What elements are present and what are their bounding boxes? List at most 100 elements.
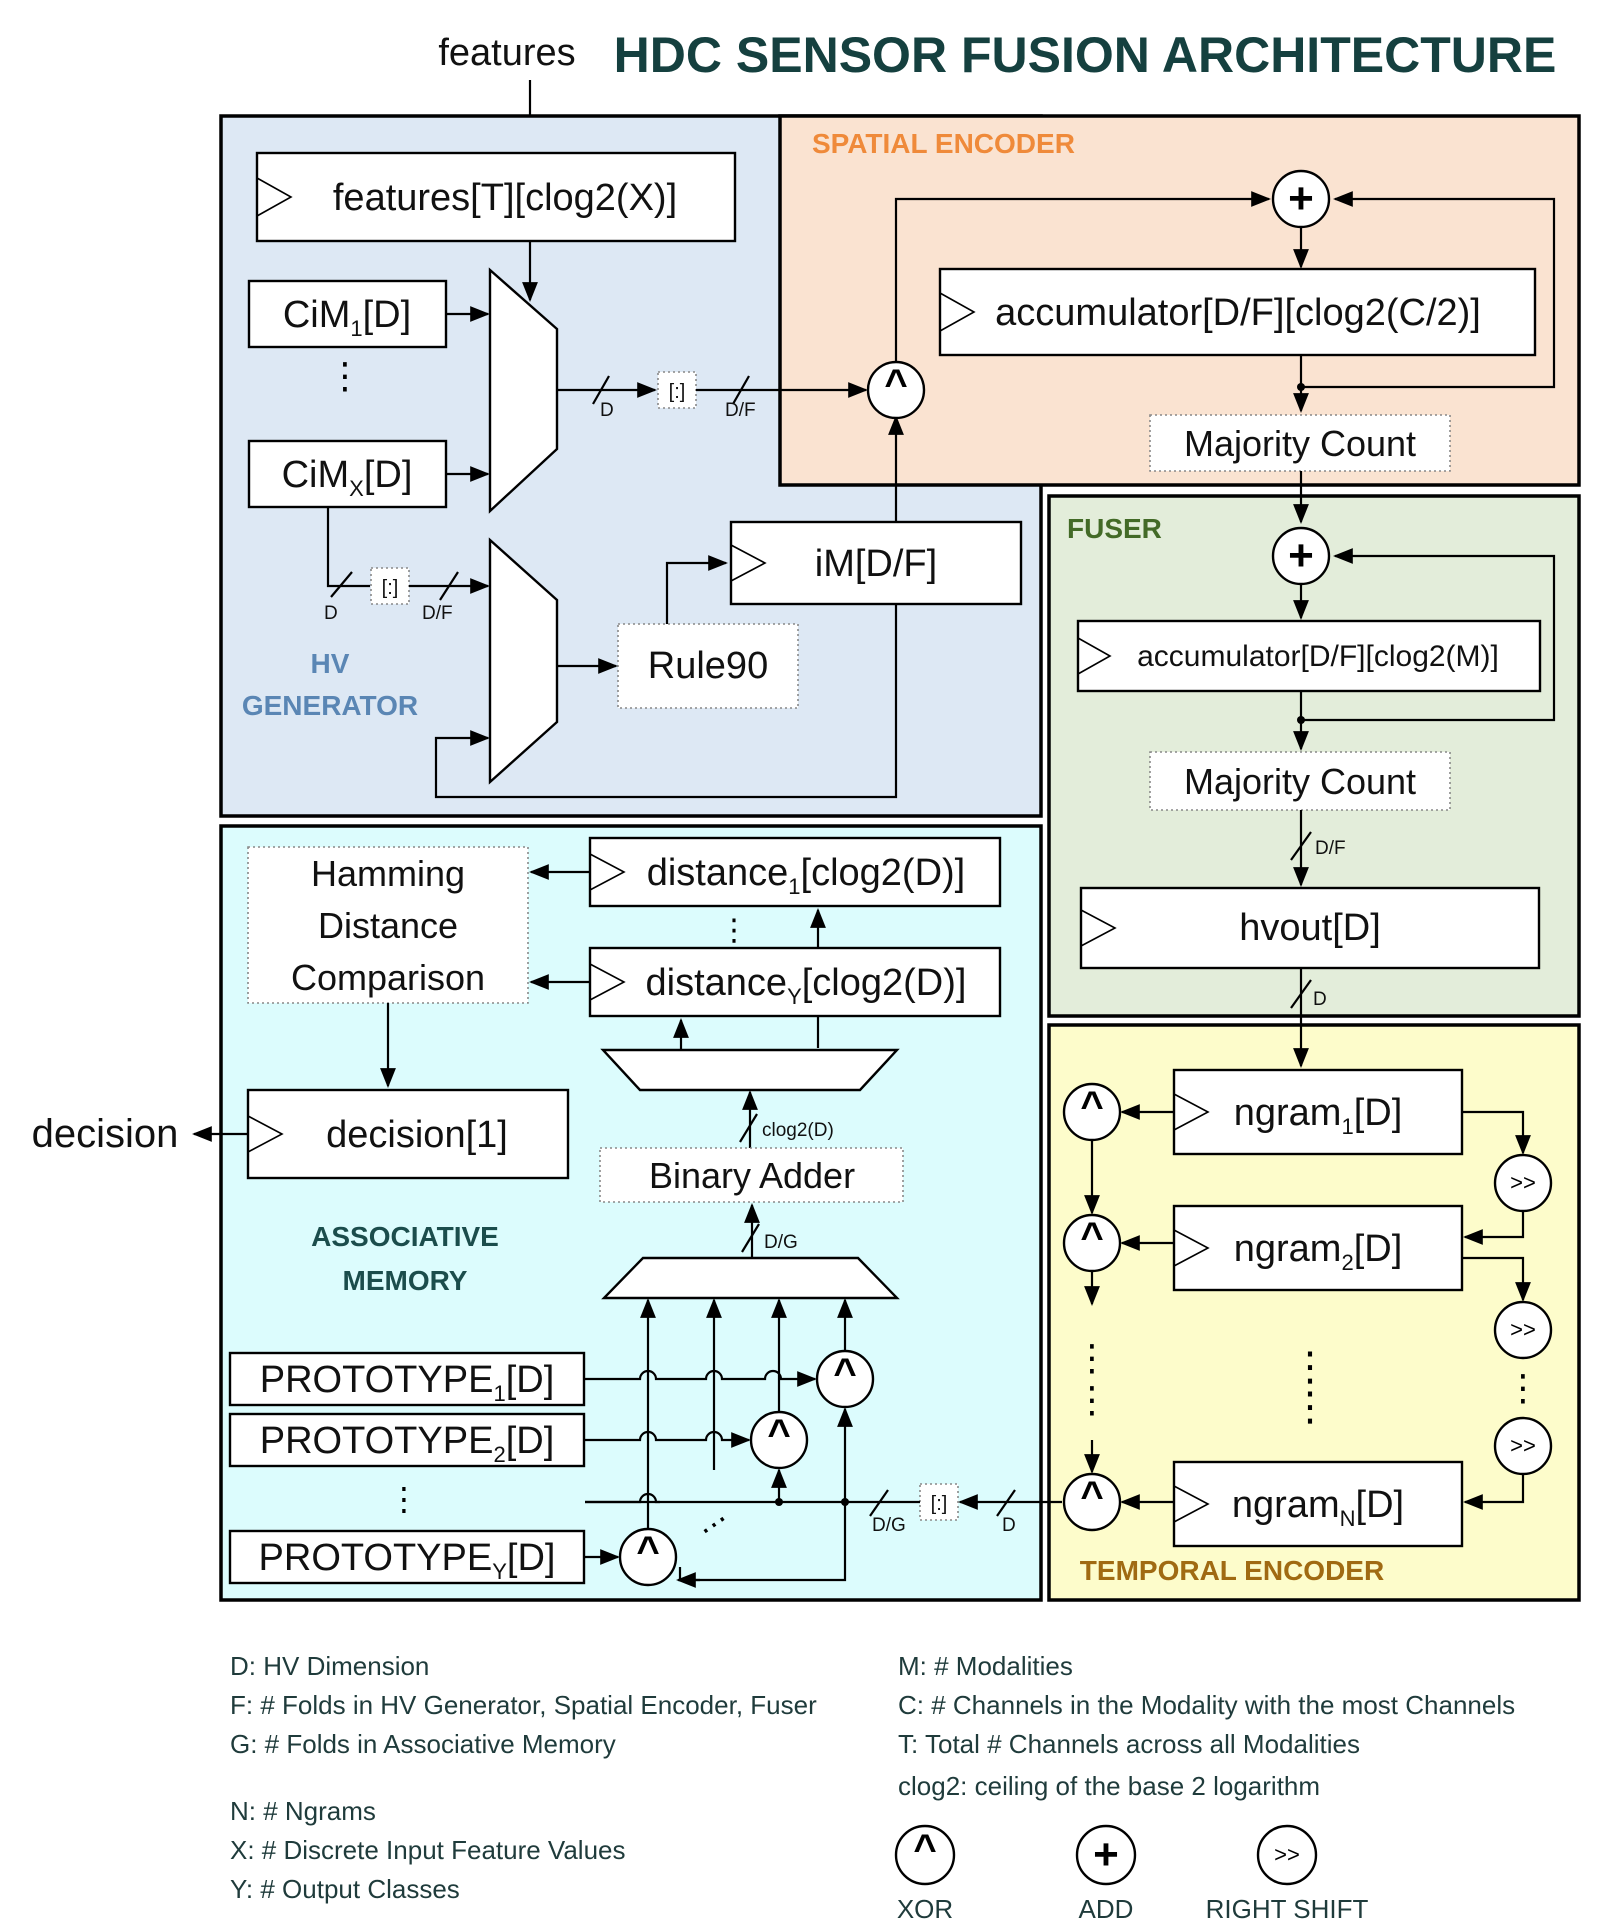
spatial-add-op: + <box>1271 169 1331 229</box>
svg-text:^: ^ <box>1080 1474 1103 1518</box>
svg-text:[:]: [:] <box>382 577 399 599</box>
seed-mux <box>488 537 559 785</box>
im-register: iM[D/F] <box>729 520 1023 606</box>
svg-text:accumulator[D/F][clog2(M)]: accumulator[D/F][clog2(M)] <box>1137 640 1499 673</box>
prototype-ellipsis: ⋮ <box>388 1481 420 1517</box>
prototype-1-register: PROTOTYPE1[D] <box>228 1351 586 1407</box>
legend-item: D: HV Dimension <box>230 1651 429 1681</box>
fuser-add-op: + <box>1271 526 1331 586</box>
svg-text:ngram1[D]: ngram1[D] <box>1234 1092 1403 1139</box>
svg-text:[:]: [:] <box>669 381 686 403</box>
legend-item: C: # Channels in the Modality with the m… <box>898 1690 1515 1720</box>
cim-x-register: CiMX[D] <box>247 439 448 509</box>
features-register: features[T][clog2(X)] <box>255 151 737 243</box>
temporal-xor-ellipsis-2: ⋮ <box>1074 1379 1110 1420</box>
prototype-2-register: PROTOTYPE2[D] <box>228 1412 586 1468</box>
svg-text:RIGHT SHIFT: RIGHT SHIFT <box>1206 1894 1369 1924</box>
svg-text:D/F: D/F <box>1315 838 1346 859</box>
svg-text:^: ^ <box>636 1529 659 1573</box>
popcount-tree <box>601 1256 900 1300</box>
svg-text:D/G: D/G <box>872 1515 906 1536</box>
ngram-n-register: ngramN[D] <box>1172 1460 1464 1548</box>
legend-right-shift-symbol: >> RIGHT SHIFT <box>1206 1824 1369 1924</box>
svg-text:^: ^ <box>1080 1215 1103 1259</box>
distance-ellipsis: ⋮ <box>719 914 749 947</box>
svg-text:+: + <box>1288 174 1314 223</box>
svg-text:PROTOTYPEY[D]: PROTOTYPEY[D] <box>259 1537 556 1584</box>
legend: D: HV Dimension F: # Folds in HV Generat… <box>230 1651 1515 1924</box>
svg-text:PROTOTYPE1[D]: PROTOTYPE1[D] <box>260 1359 555 1406</box>
distance-1-register: distance1[clog2(D)] <box>588 836 1002 908</box>
legend-item: Y: # Output Classes <box>230 1874 460 1904</box>
svg-text:hvout[D]: hvout[D] <box>1239 907 1381 949</box>
cim-ellipsis: ⋮ <box>327 355 363 396</box>
svg-text:D: D <box>1313 989 1327 1010</box>
right-shift-op-3: >> <box>1493 1416 1553 1476</box>
svg-text:>>: >> <box>1510 1317 1536 1342</box>
svg-text:distanceY[clog2(D)]: distanceY[clog2(D)] <box>646 962 967 1009</box>
svg-text:Distance: Distance <box>318 905 458 946</box>
svg-text:distance1[clog2(D)]: distance1[clog2(D)] <box>647 852 966 899</box>
hamming-distance-comparison: Hamming Distance Comparison <box>247 846 529 1004</box>
shift-ellipsis: ⋮ <box>1505 1367 1541 1408</box>
svg-text:^: ^ <box>884 362 907 406</box>
am-xor-op-y: ^ <box>618 1527 678 1587</box>
fuser-accumulator-register: accumulator[D/F][clog2(M)] <box>1076 619 1542 693</box>
temporal-encoder-label: TEMPORAL ENCODER <box>1080 1555 1384 1586</box>
svg-text:Majority Count: Majority Count <box>1184 761 1416 802</box>
decision-output-label: decision <box>32 1112 179 1156</box>
svg-text:[:]: [:] <box>931 1493 948 1515</box>
fuser-majority-count: Majority Count <box>1149 751 1451 811</box>
svg-text:Majority Count: Majority Count <box>1184 423 1416 464</box>
right-shift-op-1: >> <box>1493 1153 1553 1213</box>
svg-text:features[T][clog2(X)]: features[T][clog2(X)] <box>333 177 677 219</box>
prototype-y-register: PROTOTYPEY[D] <box>228 1529 586 1585</box>
features-input-label: features <box>438 32 575 74</box>
cim-1-register: CiM1[D] <box>247 279 448 349</box>
legend-item: X: # Discrete Input Feature Values <box>230 1835 626 1865</box>
svg-text:decision[1]: decision[1] <box>326 1114 508 1156</box>
hvout-register: hvout[D] <box>1079 886 1541 970</box>
temporal-xor-op-2: ^ <box>1062 1213 1122 1273</box>
svg-text:^: ^ <box>833 1351 856 1395</box>
svg-text:XOR: XOR <box>897 1894 953 1924</box>
svg-text:>>: >> <box>1510 1433 1536 1458</box>
svg-text:+: + <box>1093 1830 1119 1879</box>
svg-text:Rule90: Rule90 <box>648 645 768 687</box>
temporal-xor-ellipsis: ⋮ <box>1074 1337 1110 1378</box>
svg-text:ngramN[D]: ngramN[D] <box>1232 1484 1404 1531</box>
spatial-encoder-label: SPATIAL ENCODER <box>812 128 1075 159</box>
spatial-majority-count: Majority Count <box>1149 414 1451 472</box>
am-xor-op-2: ^ <box>749 1410 809 1470</box>
temporal-xor-op-1: ^ <box>1062 1082 1122 1142</box>
svg-text:Comparison: Comparison <box>291 957 485 998</box>
spatial-accumulator-register: accumulator[D/F][clog2(C/2)] <box>938 267 1537 357</box>
svg-text:D/F: D/F <box>422 603 453 624</box>
svg-text:PROTOTYPE2[D]: PROTOTYPE2[D] <box>260 1420 555 1467</box>
legend-item: F: # Folds in HV Generator, Spatial Enco… <box>230 1690 817 1720</box>
right-shift-op-2: >> <box>1493 1300 1553 1360</box>
distance-y-register: distanceY[clog2(D)] <box>588 946 1002 1018</box>
svg-text:^: ^ <box>913 1827 936 1871</box>
svg-text:accumulator[D/F][clog2(C/2)]: accumulator[D/F][clog2(C/2)] <box>995 292 1481 334</box>
legend-item: M: # Modalities <box>898 1651 1073 1681</box>
svg-text:^: ^ <box>1080 1084 1103 1128</box>
feature-mux <box>488 267 559 514</box>
rule90-block: Rule90 <box>617 623 799 709</box>
svg-text:ngram2[D]: ngram2[D] <box>1234 1228 1403 1275</box>
svg-text:D: D <box>1002 1515 1016 1536</box>
svg-text:^: ^ <box>767 1412 790 1456</box>
svg-text:Hamming: Hamming <box>311 853 465 894</box>
legend-xor-symbol: ^ XOR <box>894 1824 956 1924</box>
legend-item: clog2: ceiling of the base 2 logarithm <box>898 1771 1320 1801</box>
legend-item: G: # Folds in Associative Memory <box>230 1729 616 1759</box>
svg-text:+: + <box>1288 531 1314 580</box>
svg-text:>>: >> <box>1274 1842 1300 1867</box>
spatial-xor-op: ^ <box>866 360 926 420</box>
associative-memory-label-line2: MEMORY <box>343 1265 468 1296</box>
decision-register: decision[1] <box>246 1088 570 1180</box>
ngram-ellipsis: ⋮ <box>1290 1345 1330 1389</box>
binary-adder: Binary Adder <box>599 1147 904 1203</box>
diagram-title: HDC SENSOR FUSION ARCHITECTURE <box>614 27 1557 83</box>
